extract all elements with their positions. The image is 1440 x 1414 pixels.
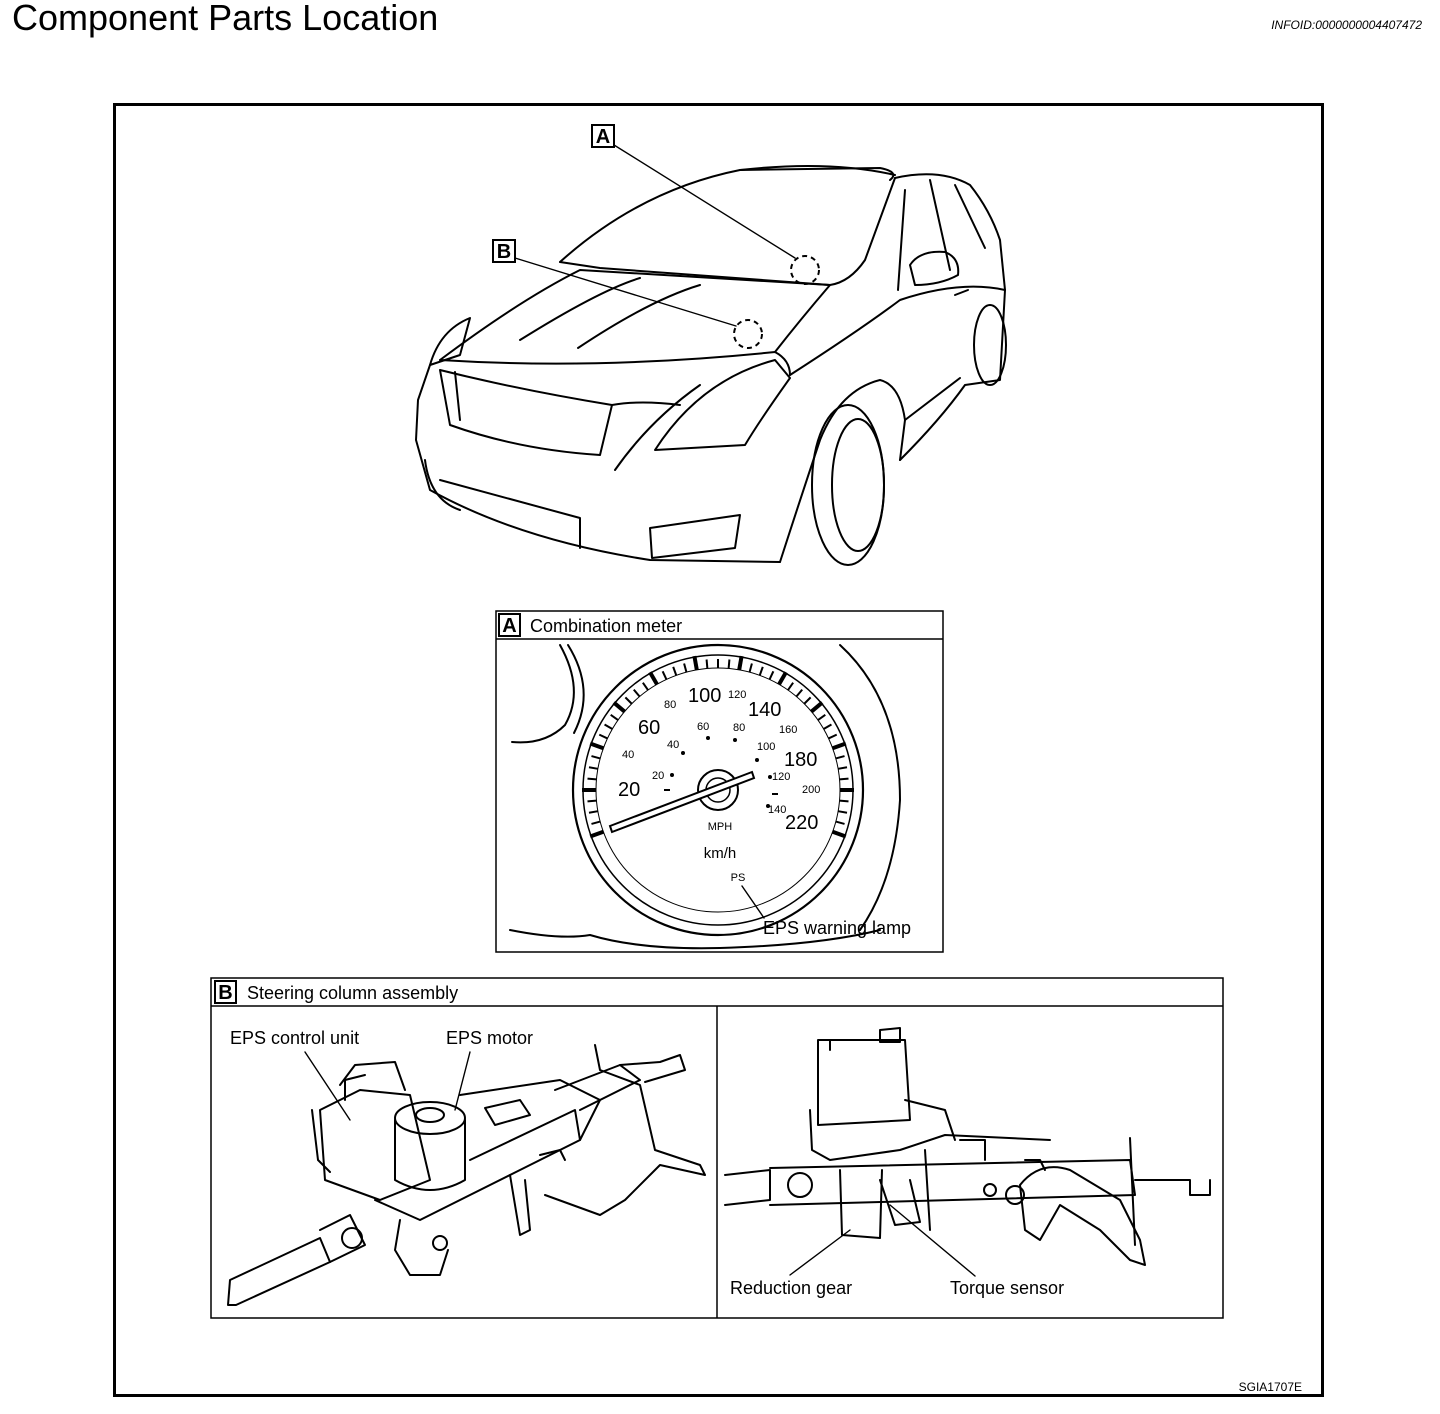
- callout-a: A: [591, 124, 615, 148]
- info-id: INFOID:0000000004407472: [1271, 18, 1422, 32]
- speedometer-tick: [624, 696, 633, 705]
- speedometer-tick: [588, 766, 599, 770]
- inner-scale-100: 100: [757, 741, 775, 753]
- speedometer-tick: [683, 663, 688, 673]
- speedometer-tick: [610, 714, 619, 721]
- speedometer-tick: [803, 696, 812, 705]
- outer-scale-160: 160: [779, 724, 797, 736]
- inner-scale-60: 60: [697, 721, 709, 733]
- speedometer-tick: [589, 741, 605, 751]
- inner-scale-20: 20: [652, 770, 664, 782]
- steering-column-perspective-view: [227, 1044, 706, 1306]
- speedometer-tick: [835, 755, 845, 760]
- speedometer-tick: [758, 666, 764, 676]
- svg-text:B: B: [218, 982, 232, 1004]
- callout-b: B: [492, 239, 516, 263]
- outer-scale-20: 20: [618, 779, 640, 801]
- speedometer-tick: [588, 810, 599, 814]
- panel-a-title: Combination meter: [530, 616, 682, 636]
- unit-mph: MPH: [708, 821, 733, 833]
- eps-motor-label: EPS motor: [446, 1028, 533, 1048]
- speedometer-tick: [748, 663, 753, 673]
- speedometer-tick: [823, 723, 832, 730]
- unit-kmh: km/h: [704, 845, 737, 862]
- speedometer-tick: [591, 755, 601, 760]
- speedometer-tick: [604, 723, 613, 730]
- speedometer-tick: [589, 829, 605, 839]
- eps-control-unit-label: EPS control unit: [230, 1028, 359, 1048]
- speedometer-tick: [672, 666, 678, 676]
- speedometer-tick: [591, 820, 601, 825]
- outer-scale-180: 180: [784, 749, 817, 771]
- panel-steering-column: B Steering column assembly EPS control u…: [210, 977, 1224, 1319]
- speedometer-tick: [705, 659, 709, 669]
- location-marker-b: [733, 319, 763, 349]
- speedometer-tick: [777, 671, 788, 686]
- outer-scale-220: 220: [785, 812, 818, 834]
- speedometer-tick: [837, 766, 848, 770]
- figure-frame: [113, 103, 1324, 1397]
- speedometer-tick: [828, 733, 838, 740]
- ps-indicator-text: PS: [731, 872, 746, 884]
- speedometer-tick: [648, 671, 659, 686]
- speedometer-tick: [598, 733, 608, 740]
- reduction-gear-label: Reduction gear: [730, 1278, 852, 1298]
- speedometer-needle: [608, 770, 756, 834]
- panel-combination-meter: A Combination meter 20 40 60 80 100 120 …: [495, 610, 944, 953]
- inner-scale-80: 80: [733, 722, 745, 734]
- speedometer-tick: [633, 689, 641, 698]
- outer-scale-120: 120: [728, 689, 746, 701]
- speedometer-tick: [795, 689, 803, 698]
- speedometer-tick: [587, 799, 597, 803]
- location-marker-a: [790, 255, 820, 285]
- inner-scale-40: 40: [667, 739, 679, 751]
- inner-scale-140: 140: [768, 804, 786, 816]
- outer-scale-40: 40: [622, 749, 634, 761]
- panel-b-title: Steering column assembly: [247, 983, 458, 1003]
- speedometer-tick: [661, 670, 668, 680]
- speedometer-tick: [831, 741, 847, 751]
- speedometer-tick: [817, 714, 826, 721]
- speedometer-outer-ring: [571, 643, 865, 937]
- speedometer-tick: [835, 820, 845, 825]
- outer-scale-80: 80: [664, 699, 676, 711]
- speedometer-tick: [642, 682, 649, 691]
- speedometer-tick: [831, 829, 847, 839]
- speedometer-tick: [727, 659, 731, 669]
- speedometer-tick: [737, 655, 744, 671]
- svg-text:B: B: [497, 241, 511, 263]
- speedometer-tick: [692, 655, 699, 671]
- outer-scale-200: 200: [802, 784, 820, 796]
- steering-column-side-view: [724, 1027, 1211, 1266]
- inner-scale-120: 120: [772, 771, 790, 783]
- page-title: Component Parts Location: [12, 0, 439, 38]
- outer-scale-60: 60: [638, 717, 660, 739]
- speedometer-tick: [839, 799, 849, 803]
- car-illustration: [415, 144, 1007, 566]
- speedometer-ticks: [582, 655, 854, 839]
- speedometer-tick: [837, 810, 848, 814]
- torque-sensor-label: Torque sensor: [950, 1278, 1064, 1298]
- speedometer-tick: [768, 670, 775, 680]
- outer-scale-140: 140: [748, 699, 781, 721]
- needle-hub: [697, 769, 739, 811]
- figure-code: SGIA1707E: [1239, 1380, 1302, 1394]
- eps-warning-lamp-label: EPS warning lamp: [763, 918, 911, 938]
- svg-text:A: A: [596, 126, 610, 148]
- speedometer-tick: [612, 701, 626, 714]
- svg-text:A: A: [502, 615, 516, 637]
- speedometer-tick: [587, 777, 597, 781]
- outer-scale-100: 100: [688, 685, 721, 707]
- speedometer-tick: [810, 701, 824, 714]
- speedometer-tick: [787, 682, 794, 691]
- speedometer-tick: [839, 777, 849, 781]
